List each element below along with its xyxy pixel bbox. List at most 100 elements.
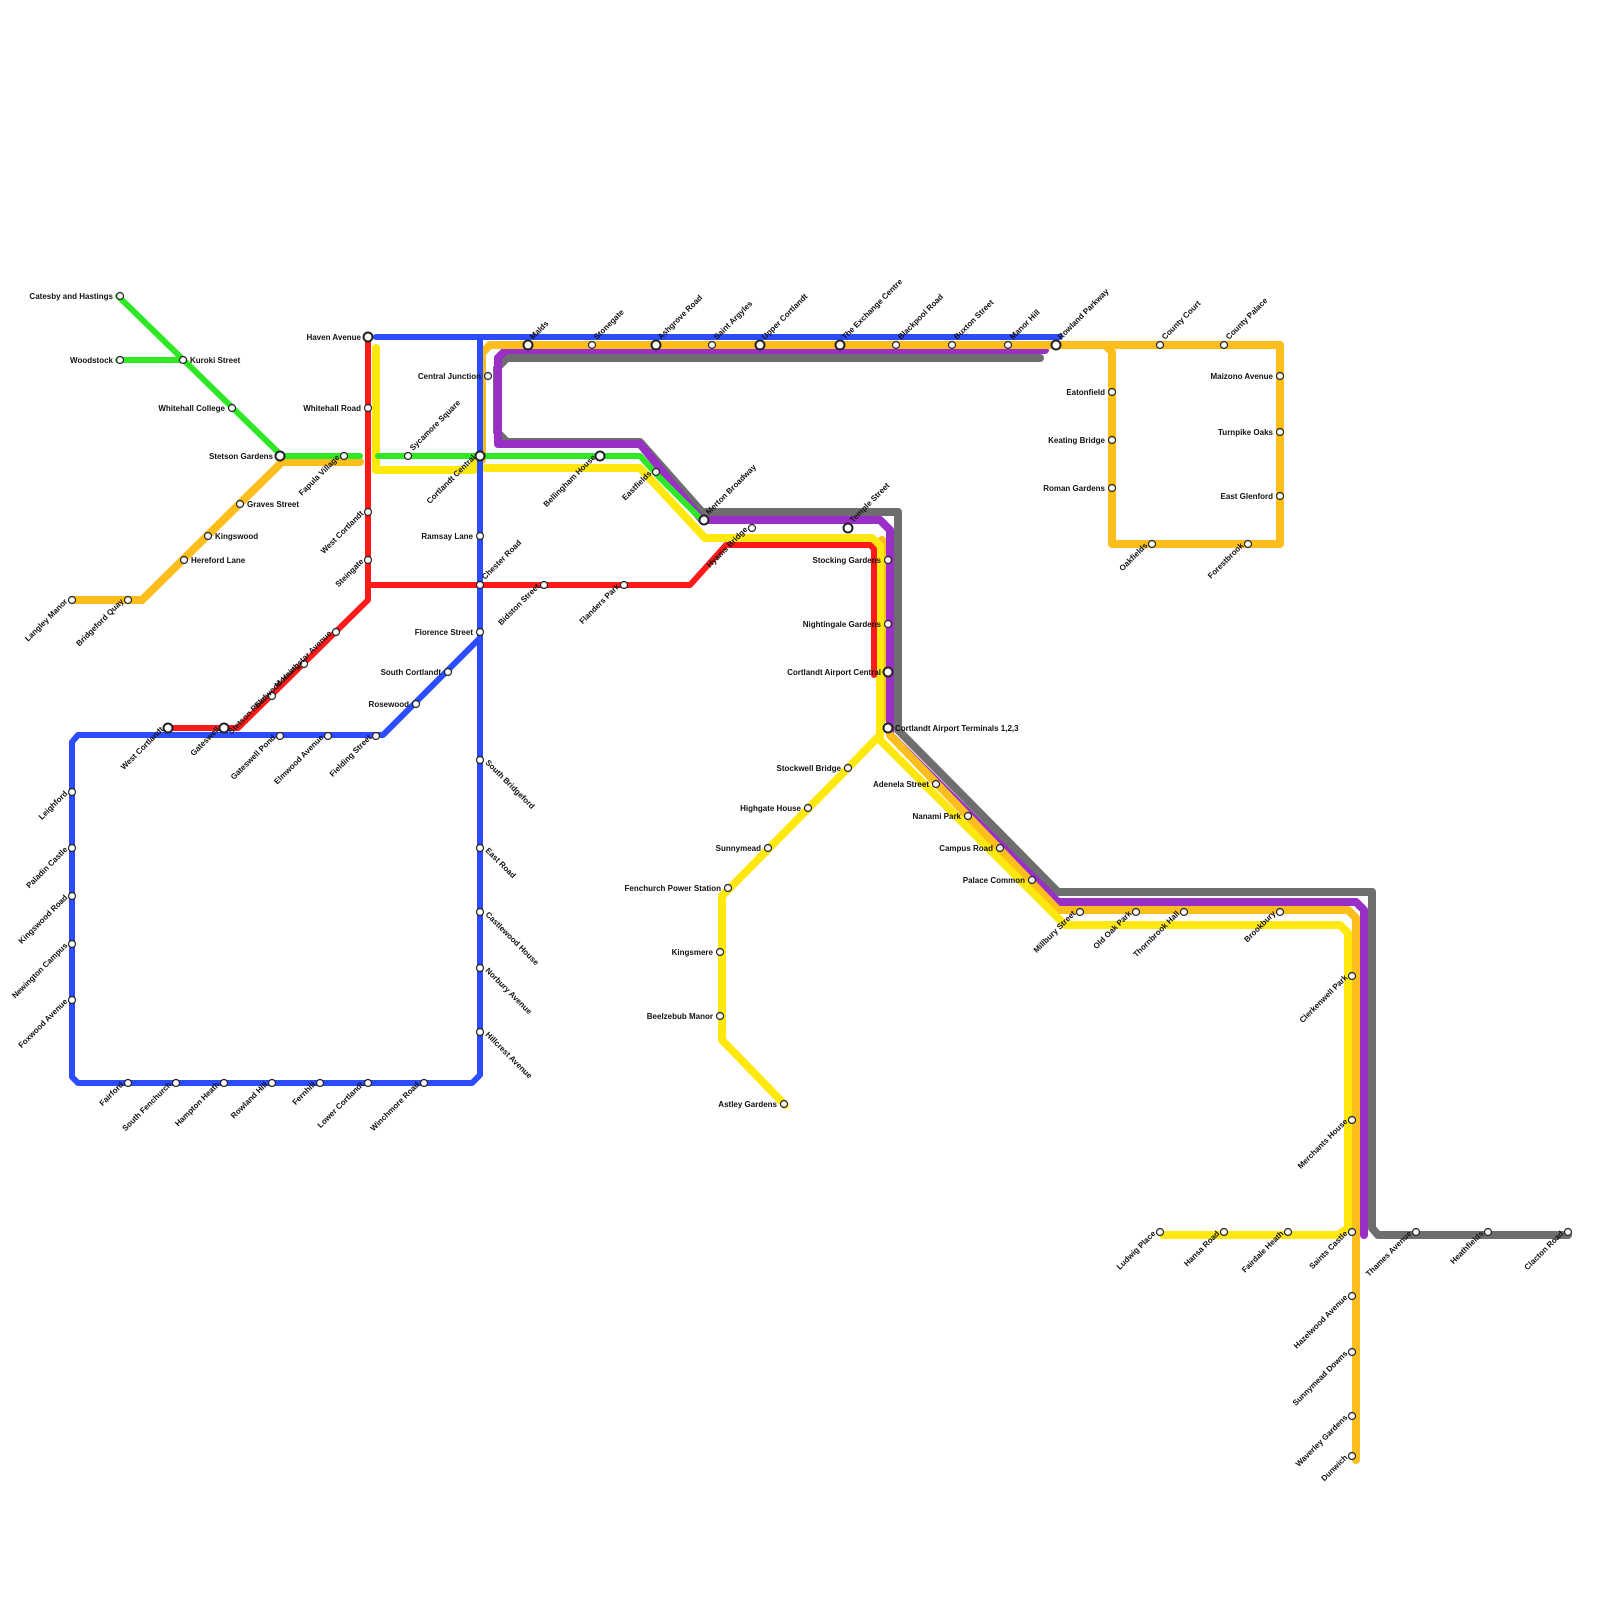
station-marker-elmwood-avenue[interactable] — [325, 733, 332, 740]
station-marker-ramsay-lane[interactable] — [477, 533, 484, 540]
station-marker-bridgeford-quay[interactable] — [125, 597, 132, 604]
station-marker-whitehall-road[interactable] — [365, 405, 372, 412]
station-marker-woodstock[interactable] — [117, 357, 124, 364]
station-marker-waverley-gardens[interactable] — [1349, 1413, 1356, 1420]
station-marker-thornbrook-hall[interactable] — [1181, 909, 1188, 916]
station-marker-fernhill[interactable] — [317, 1080, 324, 1087]
station-marker-paladin-castle[interactable] — [69, 845, 76, 852]
station-marker-keating-bridge[interactable] — [1109, 437, 1116, 444]
station-marker-graves-street[interactable] — [237, 501, 244, 508]
station-marker-cortlandt-airport-central[interactable] — [884, 668, 893, 677]
station-marker-stetson-gardens[interactable] — [276, 452, 285, 461]
station-marker-fapula-village[interactable] — [341, 453, 348, 460]
station-marker-eastfields[interactable] — [653, 469, 660, 476]
station-marker-hampton-heath[interactable] — [221, 1080, 228, 1087]
station-marker-kingsmere[interactable] — [717, 949, 724, 956]
station-marker-catesby-and-hastings[interactable] — [117, 293, 124, 300]
station-marker-oakfields[interactable] — [1149, 541, 1156, 548]
station-marker-rowland-parkway[interactable] — [1052, 341, 1061, 350]
station-marker-chester-road[interactable] — [477, 582, 484, 589]
station-marker-merchants-house[interactable] — [1349, 1117, 1356, 1124]
station-marker-thames-avenue[interactable] — [1413, 1229, 1420, 1236]
station-marker-sycamore-square[interactable] — [405, 453, 412, 460]
station-marker-clerkenwell-park[interactable] — [1349, 973, 1356, 980]
station-marker-leighford[interactable] — [69, 789, 76, 796]
station-marker-castlewood-house[interactable] — [477, 909, 484, 916]
station-marker-stonegate[interactable] — [589, 342, 596, 349]
station-marker-hyams-bridge[interactable] — [749, 525, 756, 532]
station-marker-saint-argyles[interactable] — [709, 342, 716, 349]
station-marker-buxton-street[interactable] — [949, 342, 956, 349]
station-marker-west-cortlandt[interactable] — [365, 509, 372, 516]
station-marker-east-glenford[interactable] — [1277, 493, 1284, 500]
station-marker-blackpool-road[interactable] — [893, 342, 900, 349]
station-marker-lower-cortlandt[interactable] — [365, 1080, 372, 1087]
station-marker-winchmore-road[interactable] — [421, 1080, 428, 1087]
station-marker-cortlandt-airport-terminals-1-2-3[interactable] — [884, 724, 893, 733]
station-marker-whitehall-college[interactable] — [229, 405, 236, 412]
station-marker-ashgrove-road[interactable] — [652, 341, 661, 350]
station-marker-sunnymead[interactable] — [765, 845, 772, 852]
station-marker-forestbrook[interactable] — [1245, 541, 1252, 548]
station-marker-county-court[interactable] — [1157, 342, 1164, 349]
station-marker-central-junction[interactable] — [485, 373, 492, 380]
station-marker-norbury-avenue[interactable] — [477, 965, 484, 972]
station-marker-hansa-road[interactable] — [1221, 1229, 1228, 1236]
station-marker-kingswood[interactable] — [205, 533, 212, 540]
station-marker-palace-common[interactable] — [1029, 877, 1036, 884]
station-marker-merton-broadway[interactable] — [700, 516, 709, 525]
station-marker-beelzebub-manor[interactable] — [717, 1013, 724, 1020]
station-marker-stocking-gardens[interactable] — [885, 557, 892, 564]
station-marker-ludwig-place[interactable] — [1157, 1229, 1164, 1236]
station-marker-bidston-street[interactable] — [541, 582, 548, 589]
station-marker-malds[interactable] — [524, 341, 533, 350]
station-marker-flanders-park[interactable] — [621, 582, 628, 589]
station-marker-south-bridgeford[interactable] — [477, 757, 484, 764]
station-marker-manor-hill[interactable] — [1005, 342, 1012, 349]
station-marker-dunwich[interactable] — [1349, 1453, 1356, 1460]
station-marker-steingate[interactable] — [365, 557, 372, 564]
station-marker-rosewood[interactable] — [413, 701, 420, 708]
station-marker-kuroki-street[interactable] — [180, 357, 187, 364]
station-marker-rowland-hill[interactable] — [269, 1080, 276, 1087]
station-marker-brookbury[interactable] — [1277, 909, 1284, 916]
station-marker-county-palace[interactable] — [1221, 342, 1228, 349]
station-marker-heathfields[interactable] — [1485, 1229, 1492, 1236]
station-marker-hereford-lane[interactable] — [181, 557, 188, 564]
station-marker-old-oak-park[interactable] — [1133, 909, 1140, 916]
station-marker-temple-street[interactable] — [844, 524, 853, 533]
station-marker-upper-cortlandt[interactable] — [756, 341, 765, 350]
station-marker-fenchurch-power-station[interactable] — [725, 885, 732, 892]
station-marker-hazelwood-avenue[interactable] — [1349, 1293, 1356, 1300]
station-marker-gateswell-pond[interactable] — [277, 733, 284, 740]
station-marker-sunnymead-downs[interactable] — [1349, 1349, 1356, 1356]
station-marker-kingswood-road[interactable] — [69, 893, 76, 900]
station-marker-saints-castle[interactable] — [1349, 1229, 1356, 1236]
station-marker-fielding-street[interactable] — [373, 733, 380, 740]
station-marker-east-road[interactable] — [477, 845, 484, 852]
station-marker-nightingale-gardens[interactable] — [885, 621, 892, 628]
station-marker-newington-campus[interactable] — [69, 941, 76, 948]
station-marker-morningstar-avenue[interactable] — [333, 629, 340, 636]
station-marker-fairdale-heath[interactable] — [1285, 1229, 1292, 1236]
station-marker-highgate-house[interactable] — [805, 805, 812, 812]
station-marker-roman-gardens[interactable] — [1109, 485, 1116, 492]
station-marker-nanami-park[interactable] — [965, 813, 972, 820]
station-marker-the-exchange-centre[interactable] — [836, 341, 845, 350]
station-marker-turnpike-oaks[interactable] — [1277, 429, 1284, 436]
station-marker-campus-road[interactable] — [997, 845, 1004, 852]
station-marker-adenela-street[interactable] — [933, 781, 940, 788]
station-marker-clacton-road[interactable] — [1565, 1229, 1572, 1236]
station-marker-florence-street[interactable] — [477, 629, 484, 636]
station-marker-south-cortlandt[interactable] — [445, 669, 452, 676]
station-marker-haven-avenue[interactable] — [364, 333, 373, 342]
station-marker-stockwell-bridge[interactable] — [845, 765, 852, 772]
station-marker-millbury-street[interactable] — [1077, 909, 1084, 916]
station-marker-foxwood-avenue[interactable] — [69, 997, 76, 1004]
station-marker-hillcrest-avenue[interactable] — [477, 1029, 484, 1036]
station-marker-astley-gardens[interactable] — [781, 1101, 788, 1108]
station-marker-langley-manor[interactable] — [69, 597, 76, 604]
station-marker-south-fenchurch[interactable] — [173, 1080, 180, 1087]
station-marker-fairford[interactable] — [125, 1080, 132, 1087]
station-marker-eatonfield[interactable] — [1109, 389, 1116, 396]
